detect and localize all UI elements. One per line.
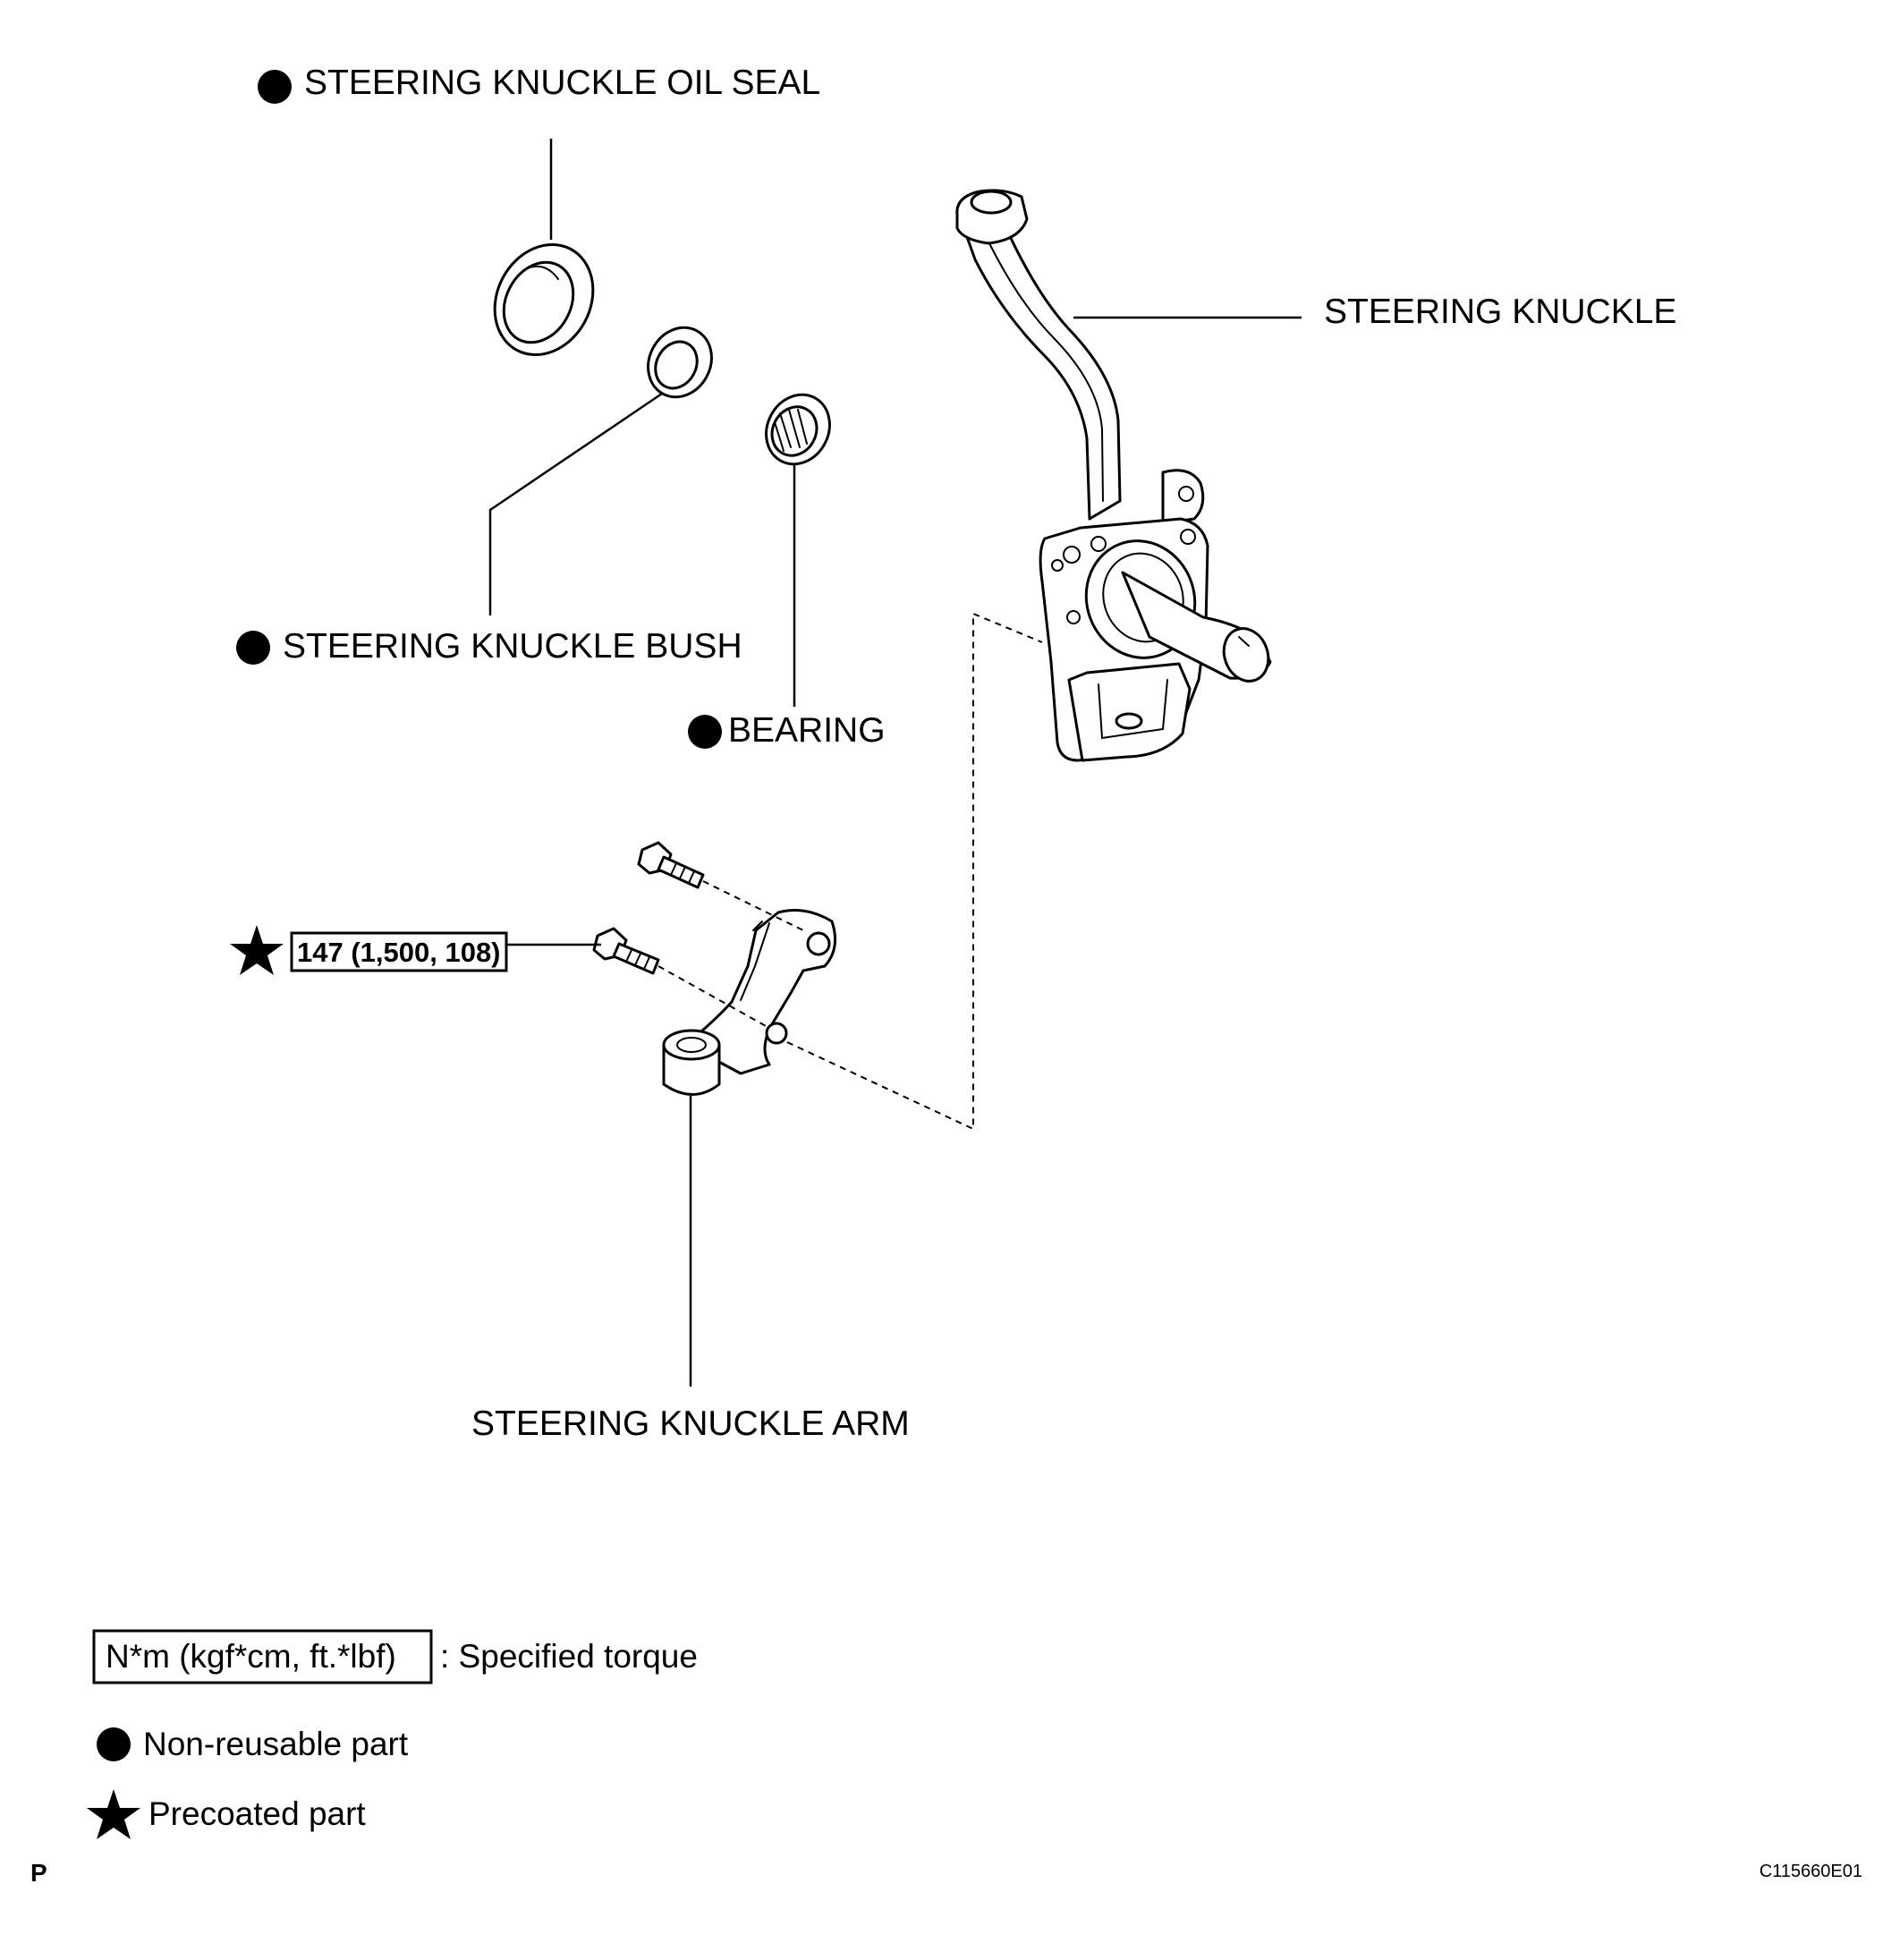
legend-precoated: Precoated part [148, 1795, 366, 1832]
legend-non-reusable-icon [97, 1727, 131, 1761]
legend-torque-desc: : Specified torque [440, 1638, 698, 1675]
legend-non-reusable: Non-reusable part [143, 1726, 409, 1762]
label-oil-seal: STEERING KNUCKLE OIL SEAL [304, 64, 820, 102]
bearing-part [765, 393, 831, 466]
precoated-star-icon [230, 925, 284, 975]
label-bearing: BEARING [728, 711, 886, 750]
torque-value: 147 (1,500, 108) [297, 937, 501, 968]
legend-torque-unit: N*m (kgf*cm, ft.*lbf) [106, 1638, 396, 1675]
bush-leader [488, 392, 663, 615]
torque-box [290, 931, 508, 972]
assembly-dashed-lines [657, 612, 1043, 1131]
non-reusable-marker-bearing [688, 715, 722, 749]
upper-bolt-part [637, 841, 705, 889]
label-steering-knuckle-arm: STEERING KNUCKLE ARM [471, 1404, 910, 1443]
corner-letter: P [30, 1859, 47, 1887]
non-reusable-marker-bush [236, 631, 270, 665]
legend-torque-box [92, 1629, 433, 1684]
lower-bolt-part [592, 927, 660, 975]
label-steering-knuckle: STEERING KNUCKLE [1324, 293, 1676, 331]
figure-code: C115660E01 [1760, 1862, 1862, 1881]
label-bush: STEERING KNUCKLE BUSH [283, 627, 742, 666]
non-reusable-marker-oil-seal [258, 70, 292, 104]
oil-seal-part [493, 242, 595, 357]
steering-knuckle-arm-part [662, 909, 837, 1096]
legend-precoated-star-icon [87, 1789, 140, 1839]
legend: N*m (kgf*cm, ft.*lbf) : Specified torque… [87, 1629, 698, 1839]
bush-part [647, 326, 713, 399]
steering-knuckle-part [955, 189, 1272, 762]
